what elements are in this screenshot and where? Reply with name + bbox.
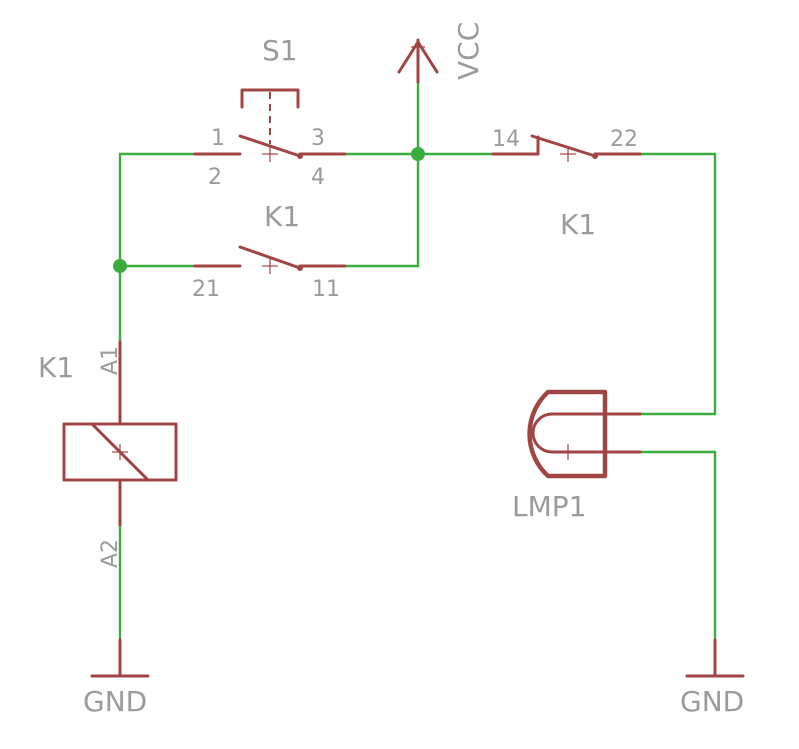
- vcc-label: VCC: [452, 22, 485, 80]
- k1-pin11: 11: [312, 277, 340, 302]
- k1-coil-a1: A1: [98, 346, 123, 375]
- k1-pin22: 22: [610, 127, 638, 152]
- k1-pin14: 14: [492, 127, 520, 152]
- s1-label: S1: [262, 34, 298, 67]
- s1-pin4: 4: [311, 165, 325, 190]
- k1-contact-left-label: K1: [264, 200, 300, 233]
- switch-s1-symbol: [193, 88, 347, 162]
- k1-contact-right-label: K1: [560, 208, 596, 241]
- junction-left-node: [113, 259, 127, 273]
- k1-coil-symbol: [62, 340, 178, 527]
- lamp-lmp1-symbol: [527, 389, 642, 479]
- lamp-label: LMP1: [512, 490, 586, 523]
- junction-vcc-node: [411, 147, 425, 161]
- ground-right-symbol: [685, 638, 745, 678]
- s1-pin1: 1: [211, 126, 225, 151]
- k1-coil-a2: A2: [98, 539, 123, 568]
- s1-pin3: 3: [311, 126, 325, 151]
- wires: [118, 80, 717, 642]
- wire-k1-right-to-lamp: [638, 152, 717, 416]
- k1-coil-label: K1: [38, 351, 74, 384]
- s1-pin2: 2: [208, 165, 222, 190]
- k1-contact-right-symbol: [491, 134, 642, 162]
- ground-right-label: GND: [680, 685, 744, 718]
- wire-top-left: [118, 152, 197, 268]
- ground-left-label: GND: [83, 685, 147, 718]
- wire-lamp-to-gnd: [638, 450, 717, 642]
- k1-contact-left-symbol: [193, 245, 347, 274]
- ground-left-symbol: [90, 638, 150, 678]
- k1-pin21: 21: [192, 277, 220, 302]
- vcc-supply-symbol: [397, 38, 439, 84]
